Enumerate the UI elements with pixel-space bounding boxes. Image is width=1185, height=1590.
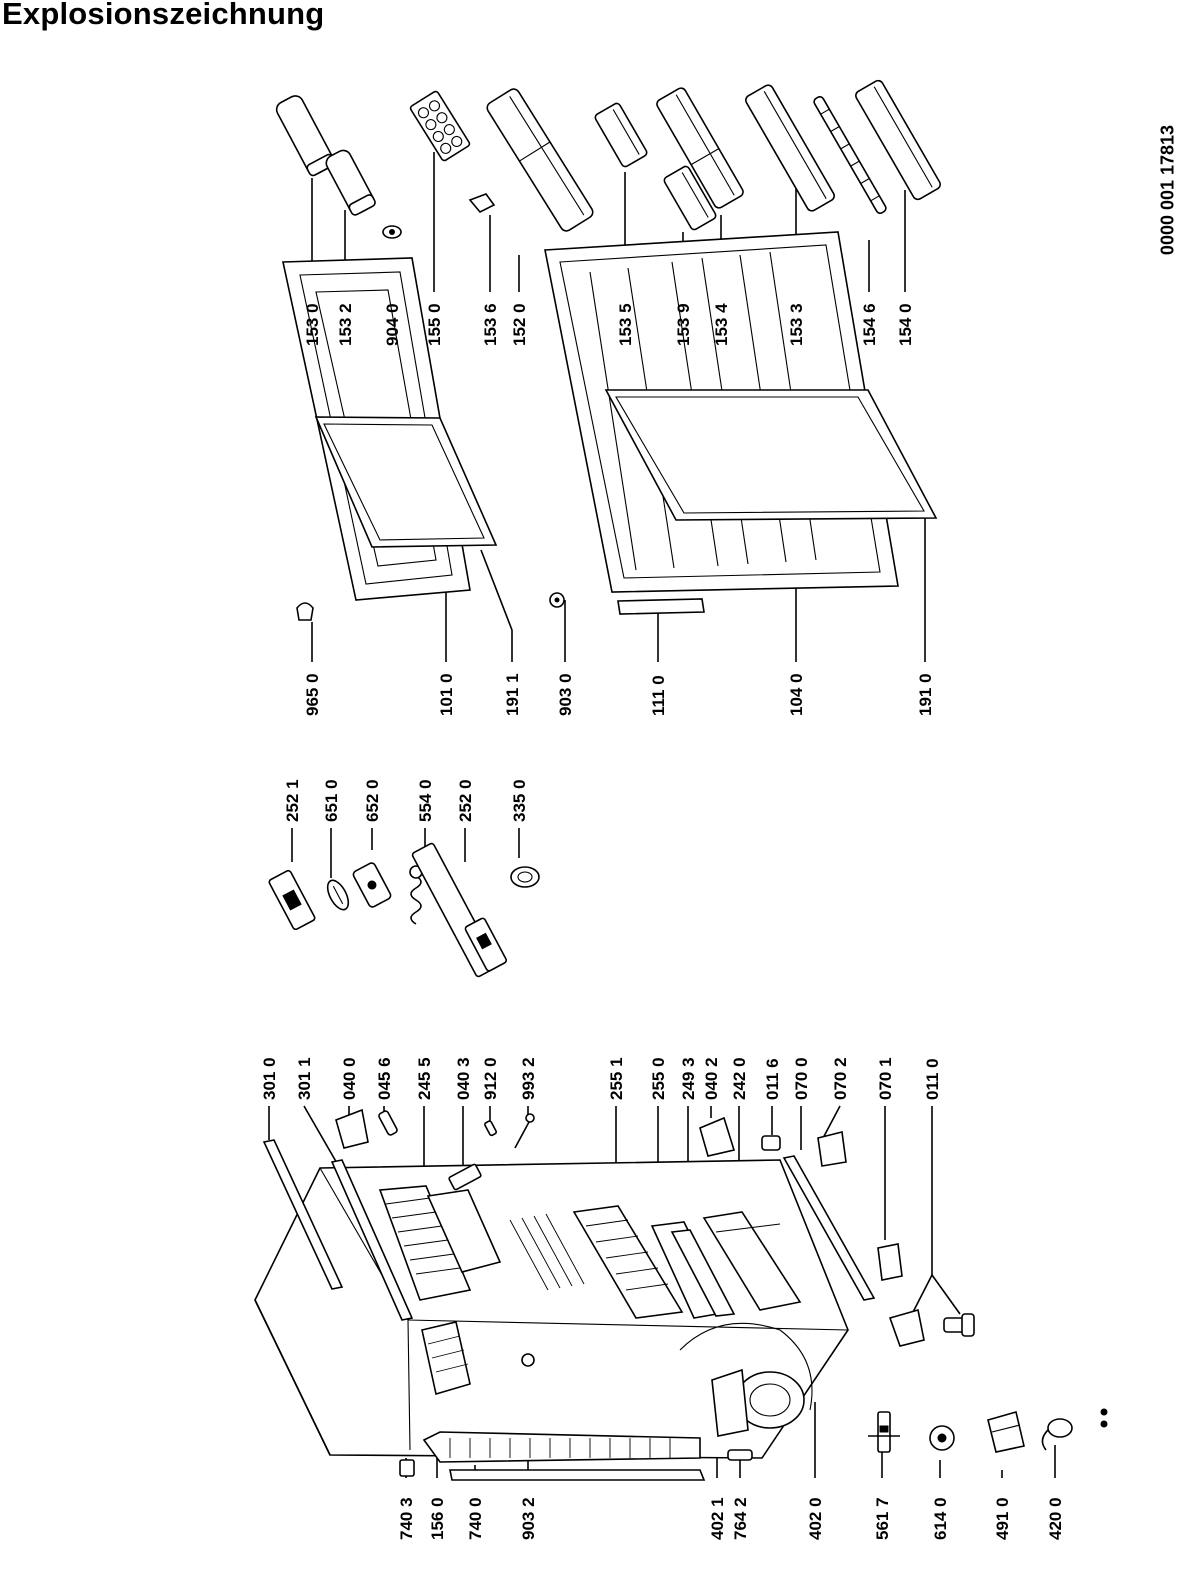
- part-label: 011 6: [763, 1058, 782, 1100]
- part-label: 070 2: [831, 1057, 850, 1100]
- part-drawings-top: [275, 79, 941, 239]
- part-label: 764 2: [731, 1497, 750, 1540]
- part-label: 903 2: [519, 1497, 538, 1540]
- part-label: 614 0: [931, 1497, 950, 1540]
- part-label: 104 0: [787, 673, 806, 716]
- part-label: 070 0: [792, 1057, 811, 1100]
- part-label: 040 2: [702, 1057, 721, 1100]
- part-label: 335 0: [510, 779, 529, 822]
- part-label: 153 2: [336, 303, 355, 346]
- page-title: Explosionszeichnung: [2, 0, 325, 31]
- part-label: 561 7: [873, 1497, 892, 1540]
- part-label: 152 0: [510, 303, 529, 346]
- part-label: 301 0: [260, 1057, 279, 1100]
- part-label: 070 1: [876, 1057, 895, 1100]
- part-label: 040 0: [340, 1057, 359, 1100]
- part-label: 965 0: [303, 673, 322, 716]
- part-label: 156 0: [428, 1497, 447, 1540]
- part-label: 420 0: [1046, 1497, 1065, 1540]
- part-label: 011 0: [923, 1058, 942, 1100]
- part-label: 101 0: [437, 673, 456, 716]
- part-label: 301 1: [295, 1057, 314, 1100]
- part-label: 045 6: [375, 1057, 394, 1100]
- part-label: 242 0: [730, 1057, 749, 1100]
- part-labels: 153 0 153 2 904 0 155 0 153 6 152 0 153 …: [260, 303, 1065, 1540]
- part-label: 153 6: [481, 303, 500, 346]
- part-label: 402 1: [708, 1497, 727, 1540]
- part-label: 040 3: [454, 1057, 473, 1100]
- part-label: 191 0: [916, 673, 935, 716]
- part-label: 903 0: [556, 673, 575, 716]
- part-label: 154 6: [860, 303, 879, 346]
- part-label: 491 0: [993, 1497, 1012, 1540]
- part-label: 740 0: [466, 1497, 485, 1540]
- part-drawings-thermostat: [268, 842, 540, 978]
- part-label: 153 4: [712, 303, 731, 346]
- part-label: 245 5: [415, 1057, 434, 1100]
- part-label: 255 1: [607, 1057, 626, 1100]
- part-label: 153 5: [616, 303, 635, 346]
- part-label: 111 0: [649, 675, 668, 716]
- part-label: 904 0: [383, 303, 402, 346]
- part-label: 402 0: [806, 1497, 825, 1540]
- part-label: 249 3: [679, 1057, 698, 1100]
- part-label: 153 0: [303, 303, 322, 346]
- part-drawings-electrical: [868, 1408, 1108, 1453]
- part-label: 252 0: [456, 779, 475, 822]
- part-label: 993 2: [519, 1057, 538, 1100]
- part-label: 153 3: [787, 303, 806, 346]
- part-label: 191 1: [503, 673, 522, 716]
- part-label: 912 0: [481, 1057, 500, 1100]
- part-label: 740 3: [397, 1497, 416, 1540]
- part-label: 651 0: [322, 779, 341, 822]
- part-label: 652 0: [363, 779, 382, 822]
- part-label: 255 0: [649, 1057, 668, 1100]
- part-label: 252 1: [283, 779, 302, 822]
- part-label: 554 0: [416, 779, 435, 822]
- part-drawings-cabinet: [254, 1108, 975, 1481]
- part-label: 155 0: [425, 303, 444, 346]
- part-drawings-doors: [282, 231, 938, 621]
- part-label: 154 0: [896, 303, 915, 346]
- part-label: 153 9: [674, 303, 693, 346]
